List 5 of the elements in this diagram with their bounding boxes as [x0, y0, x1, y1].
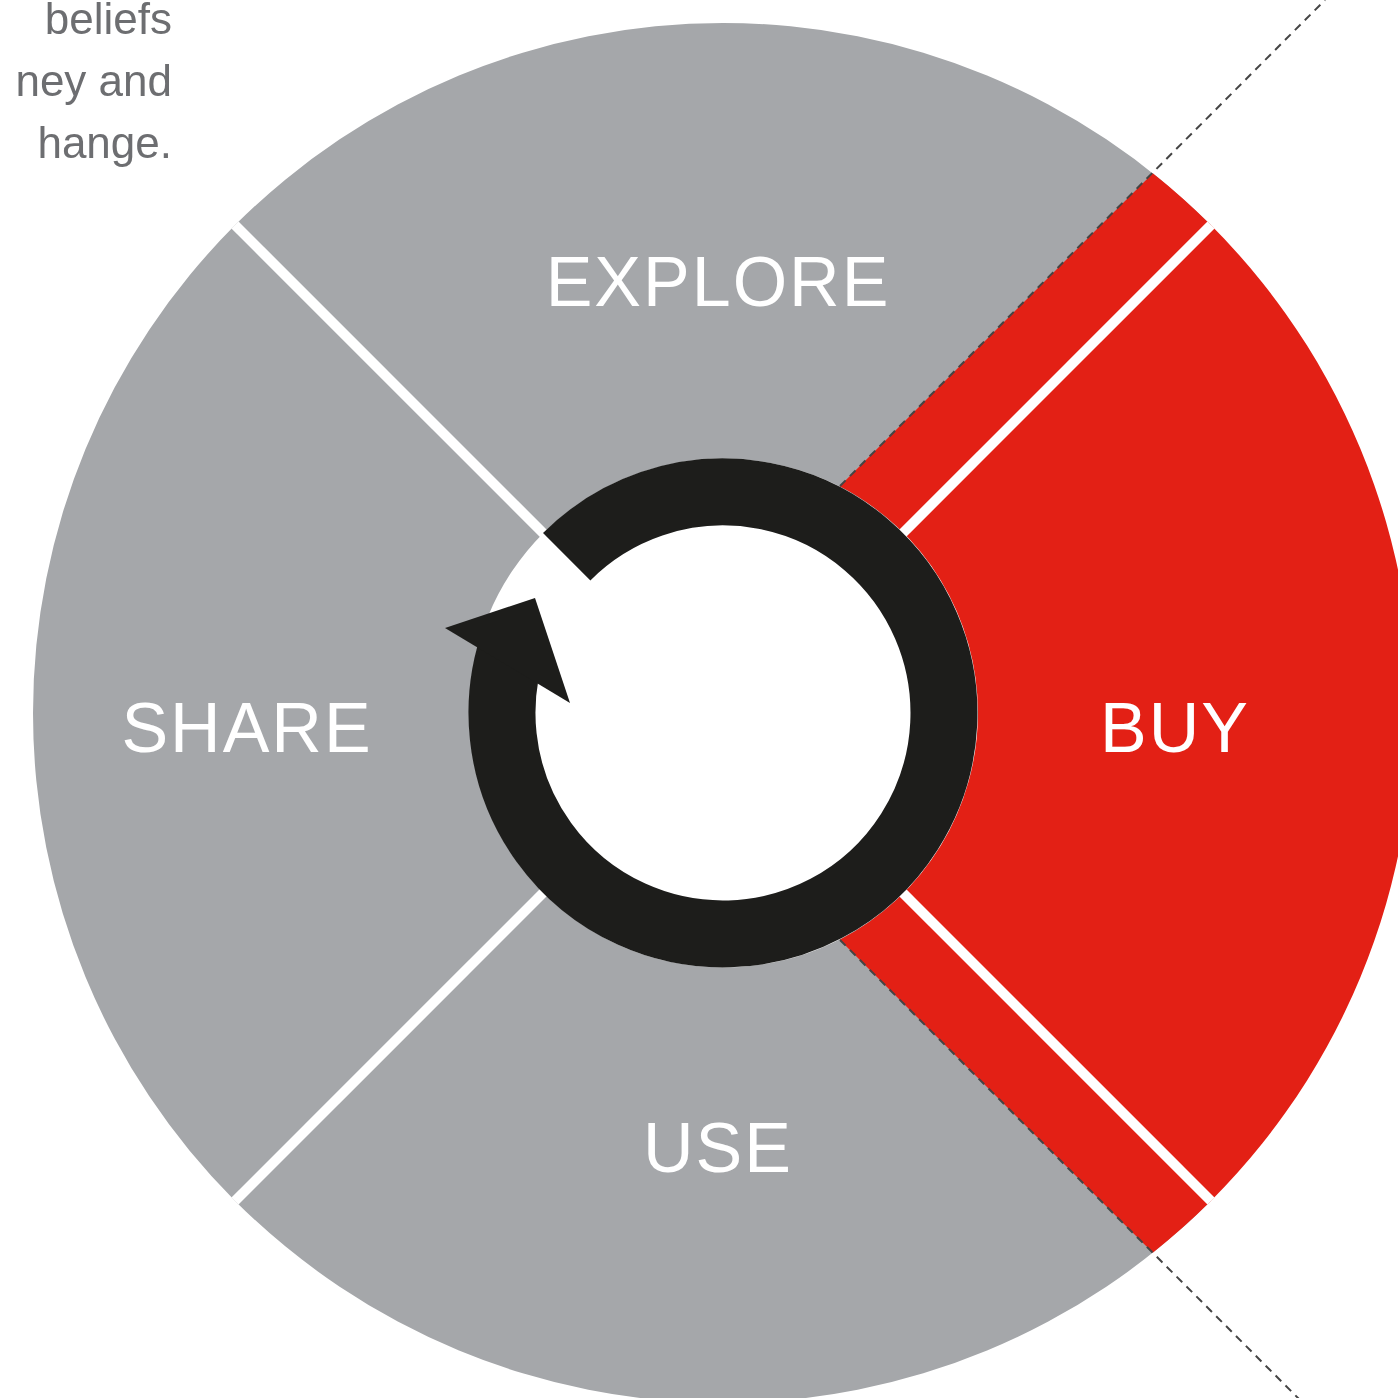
segment-label: USE — [643, 1113, 793, 1183]
segment-label: SHARE — [121, 693, 373, 763]
segment-label: EXPLORE — [545, 247, 891, 317]
note-text: beliefs ney and hange. — [14, 0, 172, 169]
segment-label: BUY — [1100, 693, 1250, 763]
